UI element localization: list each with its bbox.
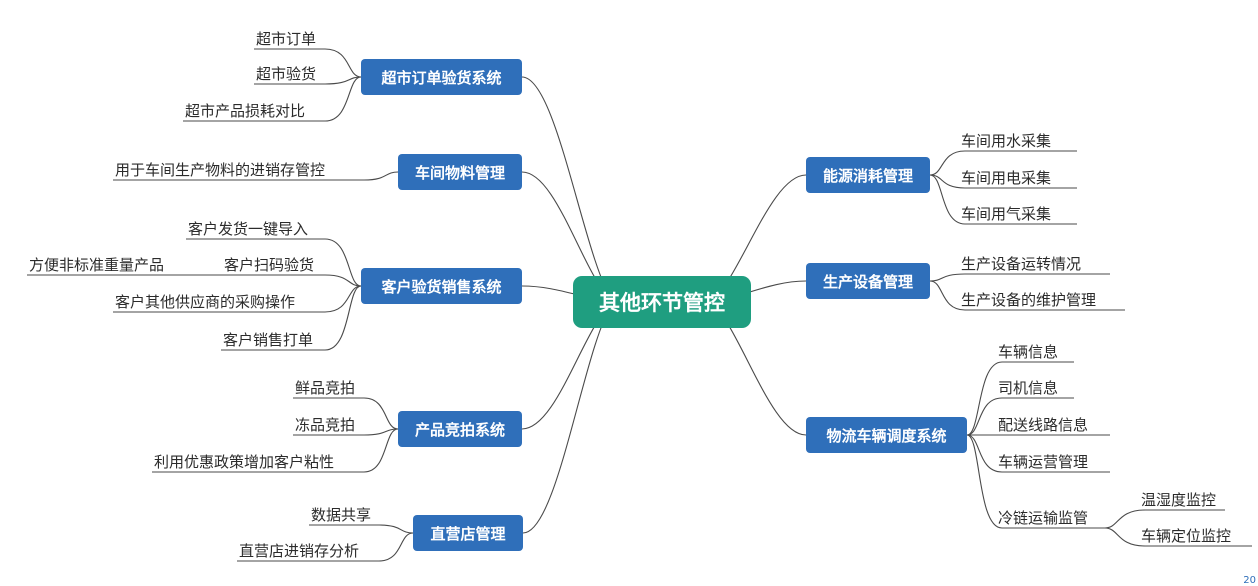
left-leaf-3-4: 客户销售打单 [223, 331, 314, 349]
right-leaf-link [966, 434, 1110, 473]
right-leaf-link [966, 361, 1074, 436]
left-topic-2: 车间物料管理 [398, 154, 522, 190]
left-leaf-5-1: 数据共享 [311, 506, 372, 524]
corner-mark: 20 [1243, 575, 1256, 586]
right-leaf-1-1: 车间用水采集 [961, 132, 1052, 150]
left-subleaf-3-2: 方便非标准重量产品 [29, 256, 165, 274]
left-leaf-link [222, 274, 362, 287]
left-topic-4: 产品竞拍系统 [398, 411, 522, 447]
right-topic-2: 生产设备管理 [806, 263, 930, 299]
left-leaf-1-1: 超市订单 [256, 30, 317, 48]
left-leaf-link [186, 238, 362, 287]
right-leaf-3-4: 车辆运营管理 [998, 453, 1089, 471]
left-leaf-3-1: 客户发货一键导入 [188, 220, 309, 238]
left-leaf-link [113, 285, 362, 313]
left-topic-1: 超市订单验货系统 [361, 59, 522, 95]
left-leaf-4-2: 冻品竞拍 [295, 416, 356, 434]
left-leaf-link [221, 285, 362, 351]
right-topic-3: 物流车辆调度系统 [806, 417, 967, 453]
left-leaf-2-1: 用于车间生产物料的进销存管控 [115, 161, 326, 179]
right-leaf-link [929, 280, 1125, 311]
right-subleaf-1: 温湿度监控 [1141, 491, 1217, 509]
right-leaf-3-5: 冷链运输监管 [998, 509, 1089, 527]
right-subleaf-link [1104, 527, 1252, 547]
left-leaf-1-2: 超市验货 [256, 65, 317, 83]
left-leaf-link [113, 171, 399, 181]
right-leaf-link [929, 150, 1077, 176]
left-leaf-link [293, 428, 399, 436]
right-leaf-link [966, 397, 1074, 436]
left-branch-link-1 [521, 76, 614, 303]
left-leaf-link [309, 524, 414, 534]
central-topic: 其他环节管控 [573, 276, 751, 328]
left-leaf-3-3: 客户其他供应商的采购操作 [115, 293, 296, 311]
right-leaf-2-2: 生产设备的维护管理 [961, 291, 1097, 309]
left-branch-link-5 [522, 301, 614, 534]
left-topic-5: 直营店管理 [413, 515, 523, 551]
right-leaf-3-1: 车辆信息 [998, 343, 1059, 361]
right-leaf-3-3: 配送线路信息 [998, 416, 1089, 434]
left-leaf-5-2: 直营店进销存分析 [239, 542, 360, 560]
left-leaf-link [293, 397, 399, 430]
right-leaf-1-2: 车间用电采集 [961, 169, 1052, 187]
left-leaf-1-3: 超市产品损耗对比 [185, 102, 306, 120]
left-leaf-link [254, 48, 362, 78]
right-leaf-link [966, 434, 1105, 529]
left-leaf-link [237, 532, 414, 562]
right-subleaf-2: 车辆定位监控 [1141, 527, 1232, 545]
right-subleaf-link [1104, 509, 1225, 529]
left-leaf-3-2: 客户扫码验货 [224, 256, 315, 274]
left-topic-3: 客户验货销售系统 [361, 268, 522, 304]
right-topic-1: 能源消耗管理 [806, 157, 930, 193]
right-leaf-link [929, 273, 1110, 282]
right-leaf-1-3: 车间用气采集 [961, 205, 1052, 223]
left-leaf-link [254, 76, 362, 85]
right-leaf-2-1: 生产设备运转情况 [961, 255, 1082, 273]
left-leaf-link [183, 76, 362, 122]
right-leaf-link [929, 174, 1077, 225]
left-leaf-4-3: 利用优惠政策增加客户粘性 [154, 453, 335, 471]
left-leaf-link [152, 428, 399, 473]
right-leaf-link [929, 174, 1077, 189]
left-leaf-4-1: 鲜品竞拍 [295, 379, 356, 397]
right-leaf-3-2: 司机信息 [998, 379, 1059, 397]
